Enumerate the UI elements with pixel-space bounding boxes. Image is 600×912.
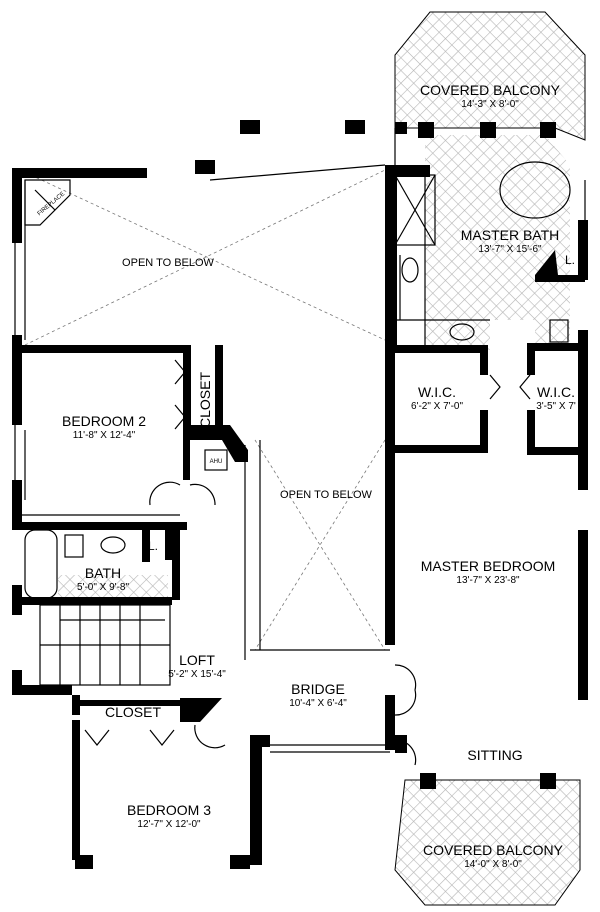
linen-master-label: L.	[565, 253, 575, 267]
master-bath-floor	[425, 135, 570, 350]
open-to-below-diagonals	[19, 169, 386, 651]
master-bedroom-name: MASTER BEDROOM	[421, 558, 556, 574]
linen-bath-label: L.	[148, 539, 158, 553]
sitting-label: SITTING	[467, 747, 522, 763]
wic-left-dims: 6'-2" X 7'-0"	[411, 401, 464, 412]
bedroom-3-dims: 12'-7" X 12'-0"	[137, 819, 201, 830]
bedroom-3-name: BEDROOM 3	[127, 802, 211, 818]
bridge-dims: 10'-4" X 6'-4"	[289, 698, 347, 709]
wic-right-dims: 3'-5" X 7'	[536, 401, 576, 412]
covered-balcony-bottom-area	[394, 779, 581, 906]
labels: COVERED BALCONY 14'-3" X 8'-0" MASTER BA…	[37, 82, 576, 870]
master-bath-name: MASTER BATH	[461, 227, 560, 243]
loft-dims: 5'-2" X 15'-4"	[168, 669, 226, 680]
covered-balcony-bottom-dims: 14'-0" X 8'-0"	[464, 859, 522, 870]
loft-name: LOFT	[179, 652, 215, 668]
open-to-below-upper-label: OPEN TO BELOW	[122, 257, 215, 269]
toilet-icon	[549, 319, 569, 343]
master-bath-dims: 13'-7" X 15'-6"	[478, 244, 542, 255]
covered-balcony-top-area	[394, 11, 586, 141]
open-to-below-center-label: OPEN TO BELOW	[280, 489, 373, 501]
sink-icon	[100, 536, 126, 554]
bath-floor	[58, 575, 168, 597]
bath-name: BATH	[85, 565, 121, 581]
walls	[12, 120, 588, 869]
master-bedroom-dims: 13'-7" X 23'-8"	[456, 575, 520, 586]
bath-dims: 5'-0" X 9'-8"	[77, 582, 130, 593]
closet-bed2-label: CLOSET	[197, 372, 213, 428]
bathtub-icon	[24, 529, 58, 599]
bathtub-icon	[499, 161, 571, 219]
bedroom-2-dims: 11'-8" X 12'-4"	[73, 430, 136, 441]
sink-icon	[401, 257, 419, 283]
sink-icon	[449, 323, 475, 341]
toilet-icon	[64, 534, 84, 558]
wic-left-name: W.I.C.	[418, 384, 456, 400]
ahu-icon	[204, 449, 228, 471]
bedroom-2-name: BEDROOM 2	[62, 413, 146, 429]
covered-balcony-top-dims: 14'-3" X 8'-0"	[461, 99, 519, 110]
covered-balcony-bottom-name: COVERED BALCONY	[423, 842, 564, 858]
bridge-name: BRIDGE	[291, 681, 345, 697]
stairs	[39, 604, 171, 686]
closet-bed3-label: CLOSET	[105, 704, 161, 720]
wic-right-name: W.I.C.	[537, 384, 575, 400]
ahu-label: AHU	[210, 459, 223, 465]
covered-balcony-top-name: COVERED BALCONY	[420, 82, 561, 98]
